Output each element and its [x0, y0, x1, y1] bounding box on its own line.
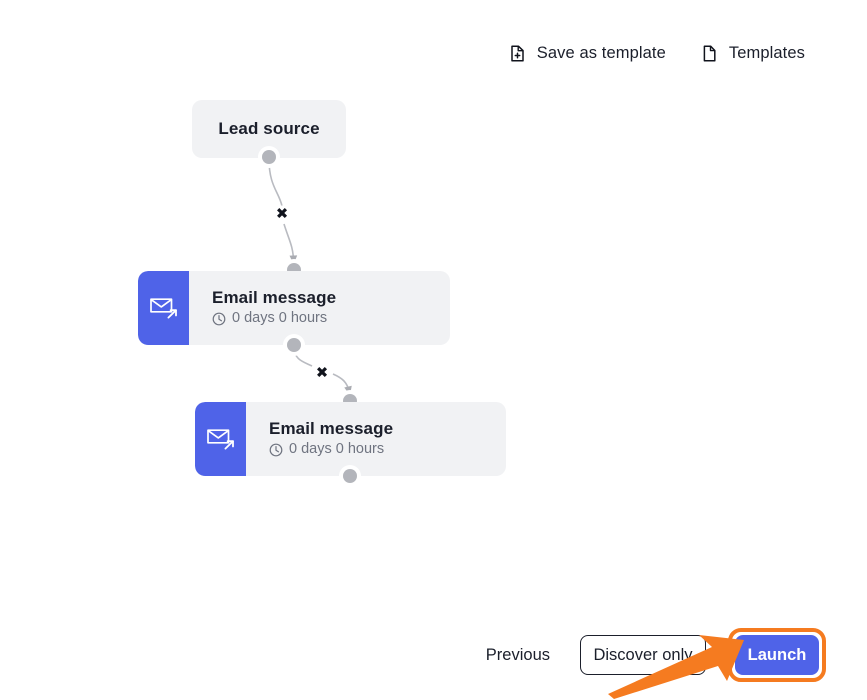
node-title: Email message	[269, 419, 394, 439]
templates-button[interactable]: Templates	[698, 42, 807, 65]
save-as-template-button[interactable]: Save as template	[506, 42, 668, 65]
email-send-icon	[138, 271, 189, 345]
node-body: Email message 0 days 0 hours	[246, 402, 506, 476]
edge-delete-button[interactable]: ✖	[313, 363, 331, 382]
flow-node-lead-source[interactable]: Lead source	[192, 100, 346, 158]
previous-button[interactable]: Previous	[482, 640, 554, 671]
flow-node-email-message-1[interactable]: Email message 0 days 0 hours	[138, 271, 450, 345]
document-icon	[700, 44, 719, 63]
node-delay-meta: 0 days 0 hours	[269, 440, 506, 458]
email-send-icon	[195, 402, 246, 476]
clock-icon	[212, 312, 226, 326]
footer-actions: Previous Discover only Launch	[0, 628, 867, 682]
node-handle-bottom-email-2[interactable]	[343, 469, 357, 483]
save-as-template-label: Save as template	[536, 44, 666, 62]
discover-only-button[interactable]: Discover only	[580, 635, 706, 675]
toolbar: Save as template Templates	[506, 42, 807, 65]
launch-highlight-ring: Launch	[728, 628, 826, 682]
node-title: Lead source	[218, 119, 320, 138]
node-body: Email message 0 days 0 hours	[189, 271, 450, 345]
node-handle-bottom-lead-source[interactable]	[262, 150, 276, 164]
node-delay-label: 0 days 0 hours	[289, 440, 385, 457]
document-plus-icon	[508, 44, 527, 63]
node-title: Email message	[212, 288, 337, 308]
node-handle-bottom-email-1[interactable]	[287, 338, 301, 352]
clock-icon	[269, 443, 283, 457]
flow-node-email-message-2[interactable]: Email message 0 days 0 hours	[195, 402, 506, 476]
node-delay-meta: 0 days 0 hours	[212, 309, 450, 327]
node-delay-label: 0 days 0 hours	[232, 309, 328, 326]
templates-label: Templates	[728, 44, 805, 62]
edge-delete-button[interactable]: ✖	[273, 204, 291, 223]
launch-button[interactable]: Launch	[735, 635, 819, 675]
